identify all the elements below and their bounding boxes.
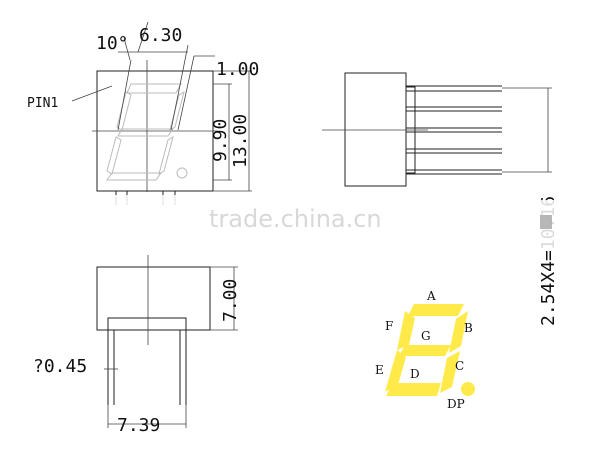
front-slant-line-mid <box>170 44 189 131</box>
front-view: 10° 6.30 1.00 PIN1 9.90 13.00 <box>27 21 259 205</box>
side-pins <box>406 85 502 175</box>
segment-map: A F B G E C D DP <box>375 289 475 411</box>
segment-d <box>386 383 441 396</box>
segment-b <box>449 311 468 353</box>
side-body-outline <box>344 72 407 187</box>
segment-label-g: G <box>421 329 431 343</box>
front-slant-line-right <box>177 55 195 131</box>
segment-label-e: E <box>375 363 384 377</box>
bottom-view: 7.00 ?0.45 7.39 <box>33 255 241 436</box>
segment-a <box>408 304 464 316</box>
width-label: 6.30 <box>139 25 182 46</box>
segment-f <box>397 311 415 350</box>
segment-label-dp: DP <box>447 397 465 411</box>
segment-dp <box>461 382 475 396</box>
segment-label-f: F <box>385 319 393 333</box>
pin1-label: PIN1 <box>27 96 58 111</box>
side-view: 2.54X4=10.16 <box>322 72 559 326</box>
front-angle-leader <box>123 37 131 61</box>
bottom-width-label: 7.39 <box>117 415 160 436</box>
segment-width-label: 1.00 <box>216 59 259 80</box>
bottom-height-label: 7.00 <box>220 279 241 322</box>
watermark: trade.china.cn <box>95 195 565 250</box>
segment-label-b: B <box>464 321 473 335</box>
bottom-body-outline <box>96 266 211 331</box>
front-width-leader <box>137 21 149 53</box>
pin-diameter-label: ?0.45 <box>33 356 87 377</box>
pin1-leader <box>71 85 113 102</box>
segment-e <box>385 350 406 392</box>
front-slant-line-left <box>117 59 132 131</box>
segment-g <box>399 345 451 356</box>
angle-label: 10° <box>96 33 129 54</box>
front-digit-outline <box>106 83 188 181</box>
bottom-base <box>107 317 187 330</box>
body-height-label: 13.00 <box>230 114 251 168</box>
watermark-text: trade.china.cn <box>209 205 382 233</box>
segment-label-a: A <box>426 289 436 303</box>
digit-height-label: 9.90 <box>210 119 231 162</box>
segment-c <box>440 351 460 393</box>
segment-label-c: C <box>455 359 464 373</box>
segment-label-d: D <box>410 367 420 381</box>
